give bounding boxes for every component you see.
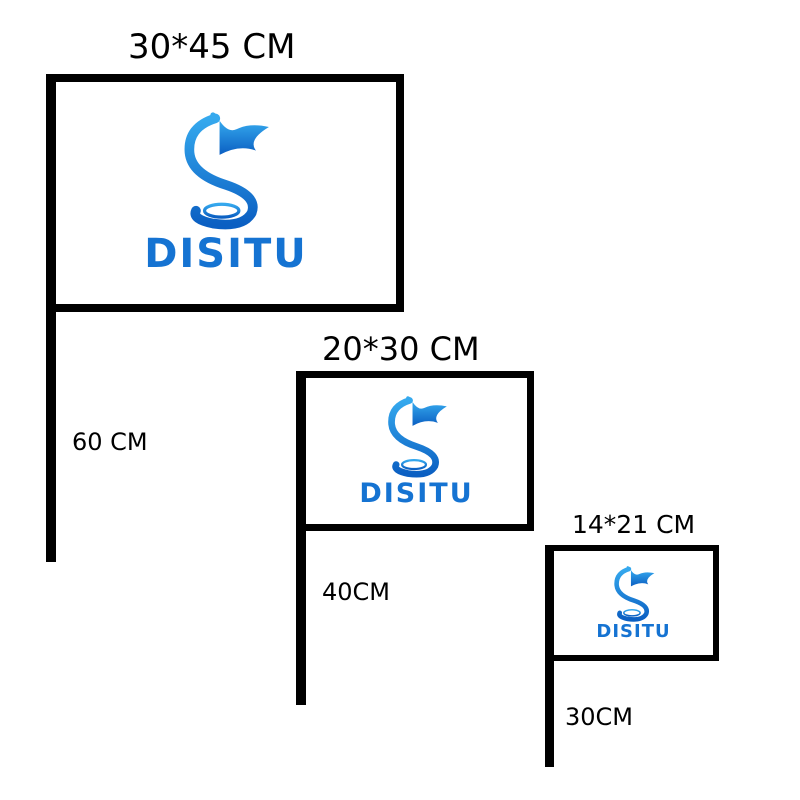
flag-large-pole [46,74,56,562]
flag-large-pole-label: 60 CM [72,428,148,456]
flag-medium-pole [296,371,306,705]
flag-medium-pole-label: 40CM [322,578,391,606]
flag-large: DISITU [46,74,404,312]
golf-flag-logo-icon [379,396,455,478]
flag-small-size-label: 14*21 CM [572,510,696,539]
flag-small-pole-label: 30CM [565,703,634,731]
brand-name: DISITU [144,231,308,277]
flag-small: DISITU [545,545,719,661]
brand-name: DISITU [596,620,671,642]
flag-medium: DISITU [296,371,534,531]
golf-flag-logo-icon [172,112,280,230]
flag-medium-size-label: 20*30 CM [322,330,480,368]
flag-large-size-label: 30*45 CM [128,27,296,67]
brand-name: DISITU [359,477,474,509]
golf-flag-logo-icon [608,566,660,622]
